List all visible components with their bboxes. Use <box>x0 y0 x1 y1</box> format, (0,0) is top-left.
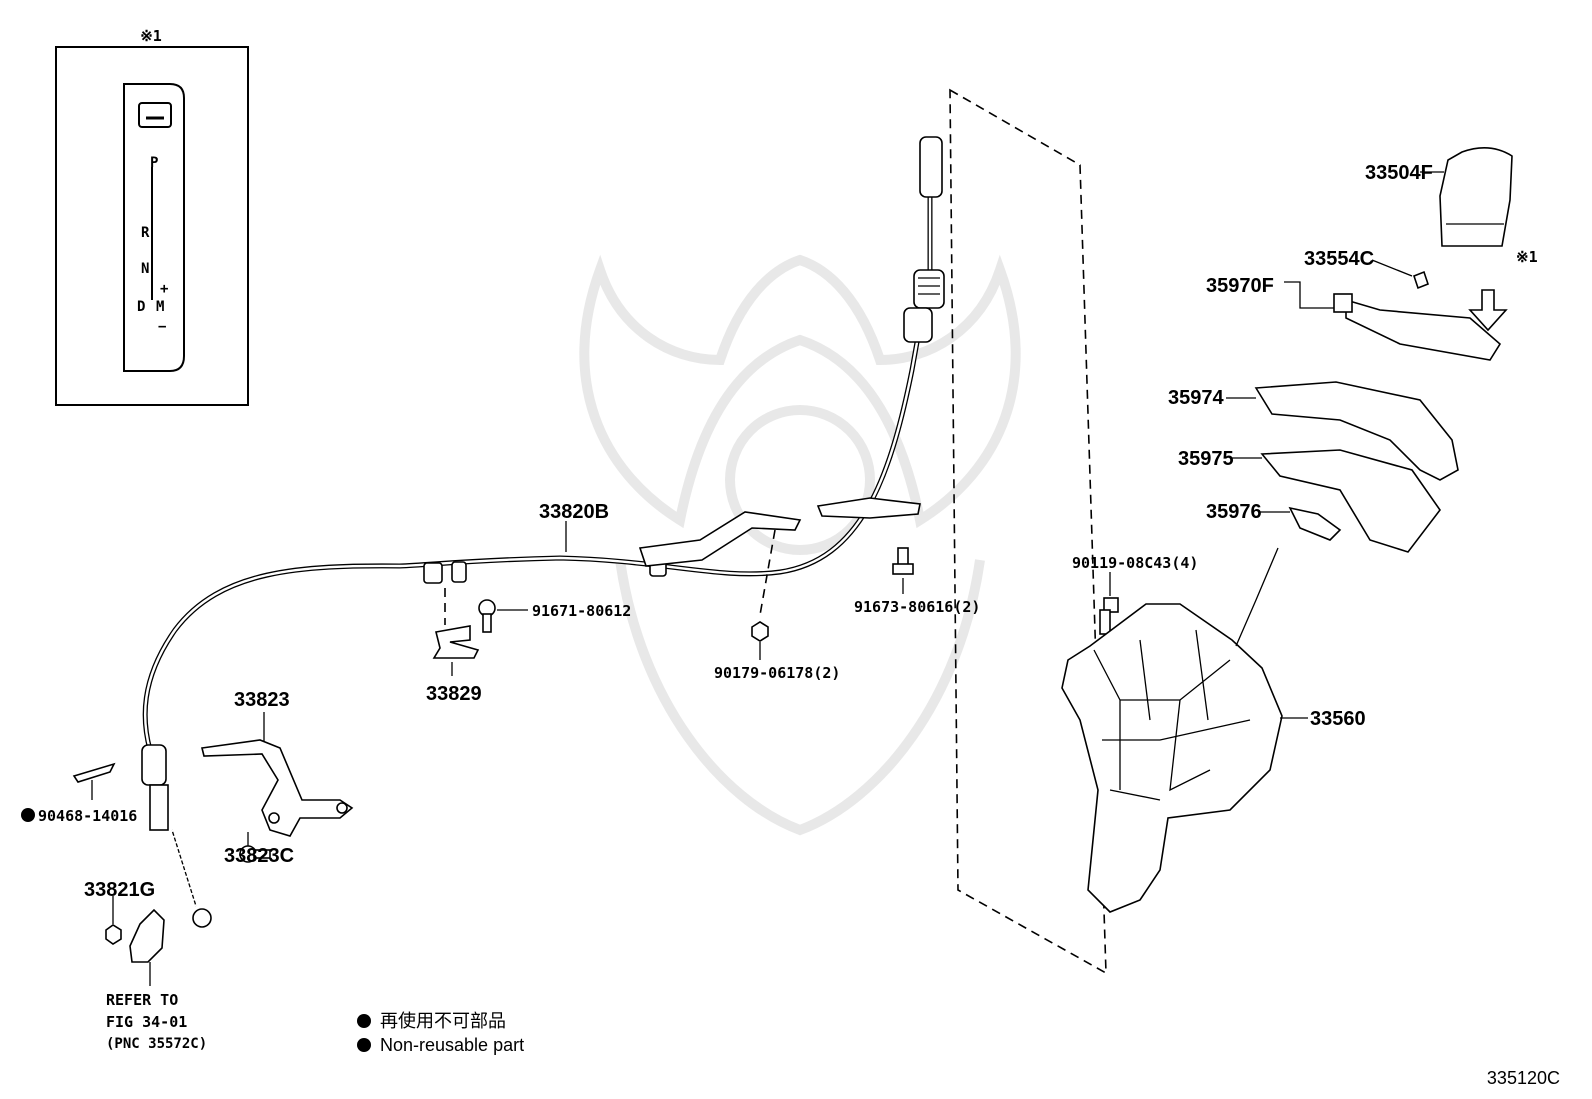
non-reusable-dot <box>21 808 35 822</box>
label-33823C: 33823C <box>224 845 294 867</box>
label-33504F: 33504F <box>1365 162 1433 184</box>
refer-line-3: (PNC 35572C) <box>106 1036 207 1052</box>
bolt-33823C <box>239 832 271 863</box>
shift-lever-assembly-33560 <box>1061 547 1308 913</box>
label-91673: 91673-80616(2) <box>854 598 980 616</box>
label-91671: 91671-80612 <box>532 602 631 620</box>
clip-33829 <box>432 625 480 676</box>
label-35974: 35974 <box>1168 387 1224 409</box>
cover-35974 <box>1226 381 1459 481</box>
label-35976: 35976 <box>1206 501 1262 523</box>
nut-33821G <box>105 896 122 945</box>
bracket-35572C <box>129 908 165 986</box>
refer-line-1: REFER TO <box>106 991 178 1009</box>
label-90179: 90179-06178(2) <box>714 664 840 682</box>
shift-cable <box>141 136 945 928</box>
gear-plus: + <box>160 281 168 297</box>
bracket-33823 <box>201 712 354 837</box>
label-33560: 33560 <box>1310 708 1366 730</box>
gear-minus: − <box>158 319 166 335</box>
label-35970F: 35970F <box>1206 275 1274 297</box>
indicator-35970F <box>1284 281 1508 361</box>
inset-shift-pattern: ※1 P R N D M + − <box>55 27 249 406</box>
legend-dot-en <box>357 1038 371 1052</box>
gear-p: P <box>150 155 158 171</box>
gear-n: N <box>141 261 149 277</box>
figure-code: 335120C <box>1487 1068 1560 1088</box>
slide-35976 <box>1260 506 1342 541</box>
bolt-91671 <box>478 599 528 633</box>
clip-33554C <box>1371 259 1429 290</box>
label-90468: 90468-14016 <box>38 807 137 825</box>
gear-d: D <box>137 299 145 315</box>
label-90119: 90119-08C43(4) <box>1072 554 1198 572</box>
cover-35975 <box>1232 449 1441 553</box>
legend-jp: 再使用不可部品 <box>380 1011 506 1031</box>
label-33820B: 33820B <box>539 501 609 523</box>
gear-r: R <box>141 225 150 241</box>
label-33823: 33823 <box>234 689 290 711</box>
nut-90179 <box>751 621 769 660</box>
legend-dot-jp <box>357 1014 371 1028</box>
clip-90468 <box>72 762 116 800</box>
shift-knob-33504F <box>1420 147 1513 247</box>
label-marker-right: ※1 <box>1516 248 1538 266</box>
label-35975: 35975 <box>1178 448 1234 470</box>
watermark-emblem <box>579 254 1021 836</box>
inset-marker: ※1 <box>140 27 162 45</box>
label-33554C: 33554C <box>1304 248 1374 270</box>
refer-line-2: FIG 34-01 <box>106 1013 187 1031</box>
bolt-90119 <box>1099 572 1119 635</box>
label-33821G: 33821G <box>84 879 155 901</box>
label-33829: 33829 <box>426 683 482 705</box>
cable-grommet-plate <box>816 497 921 519</box>
gear-m: M <box>156 299 164 315</box>
legend-en: Non-reusable part <box>380 1035 524 1055</box>
bolt-91673 <box>892 547 914 594</box>
assembly-dashed-outline <box>949 88 1107 975</box>
cable-bracket <box>638 511 802 567</box>
